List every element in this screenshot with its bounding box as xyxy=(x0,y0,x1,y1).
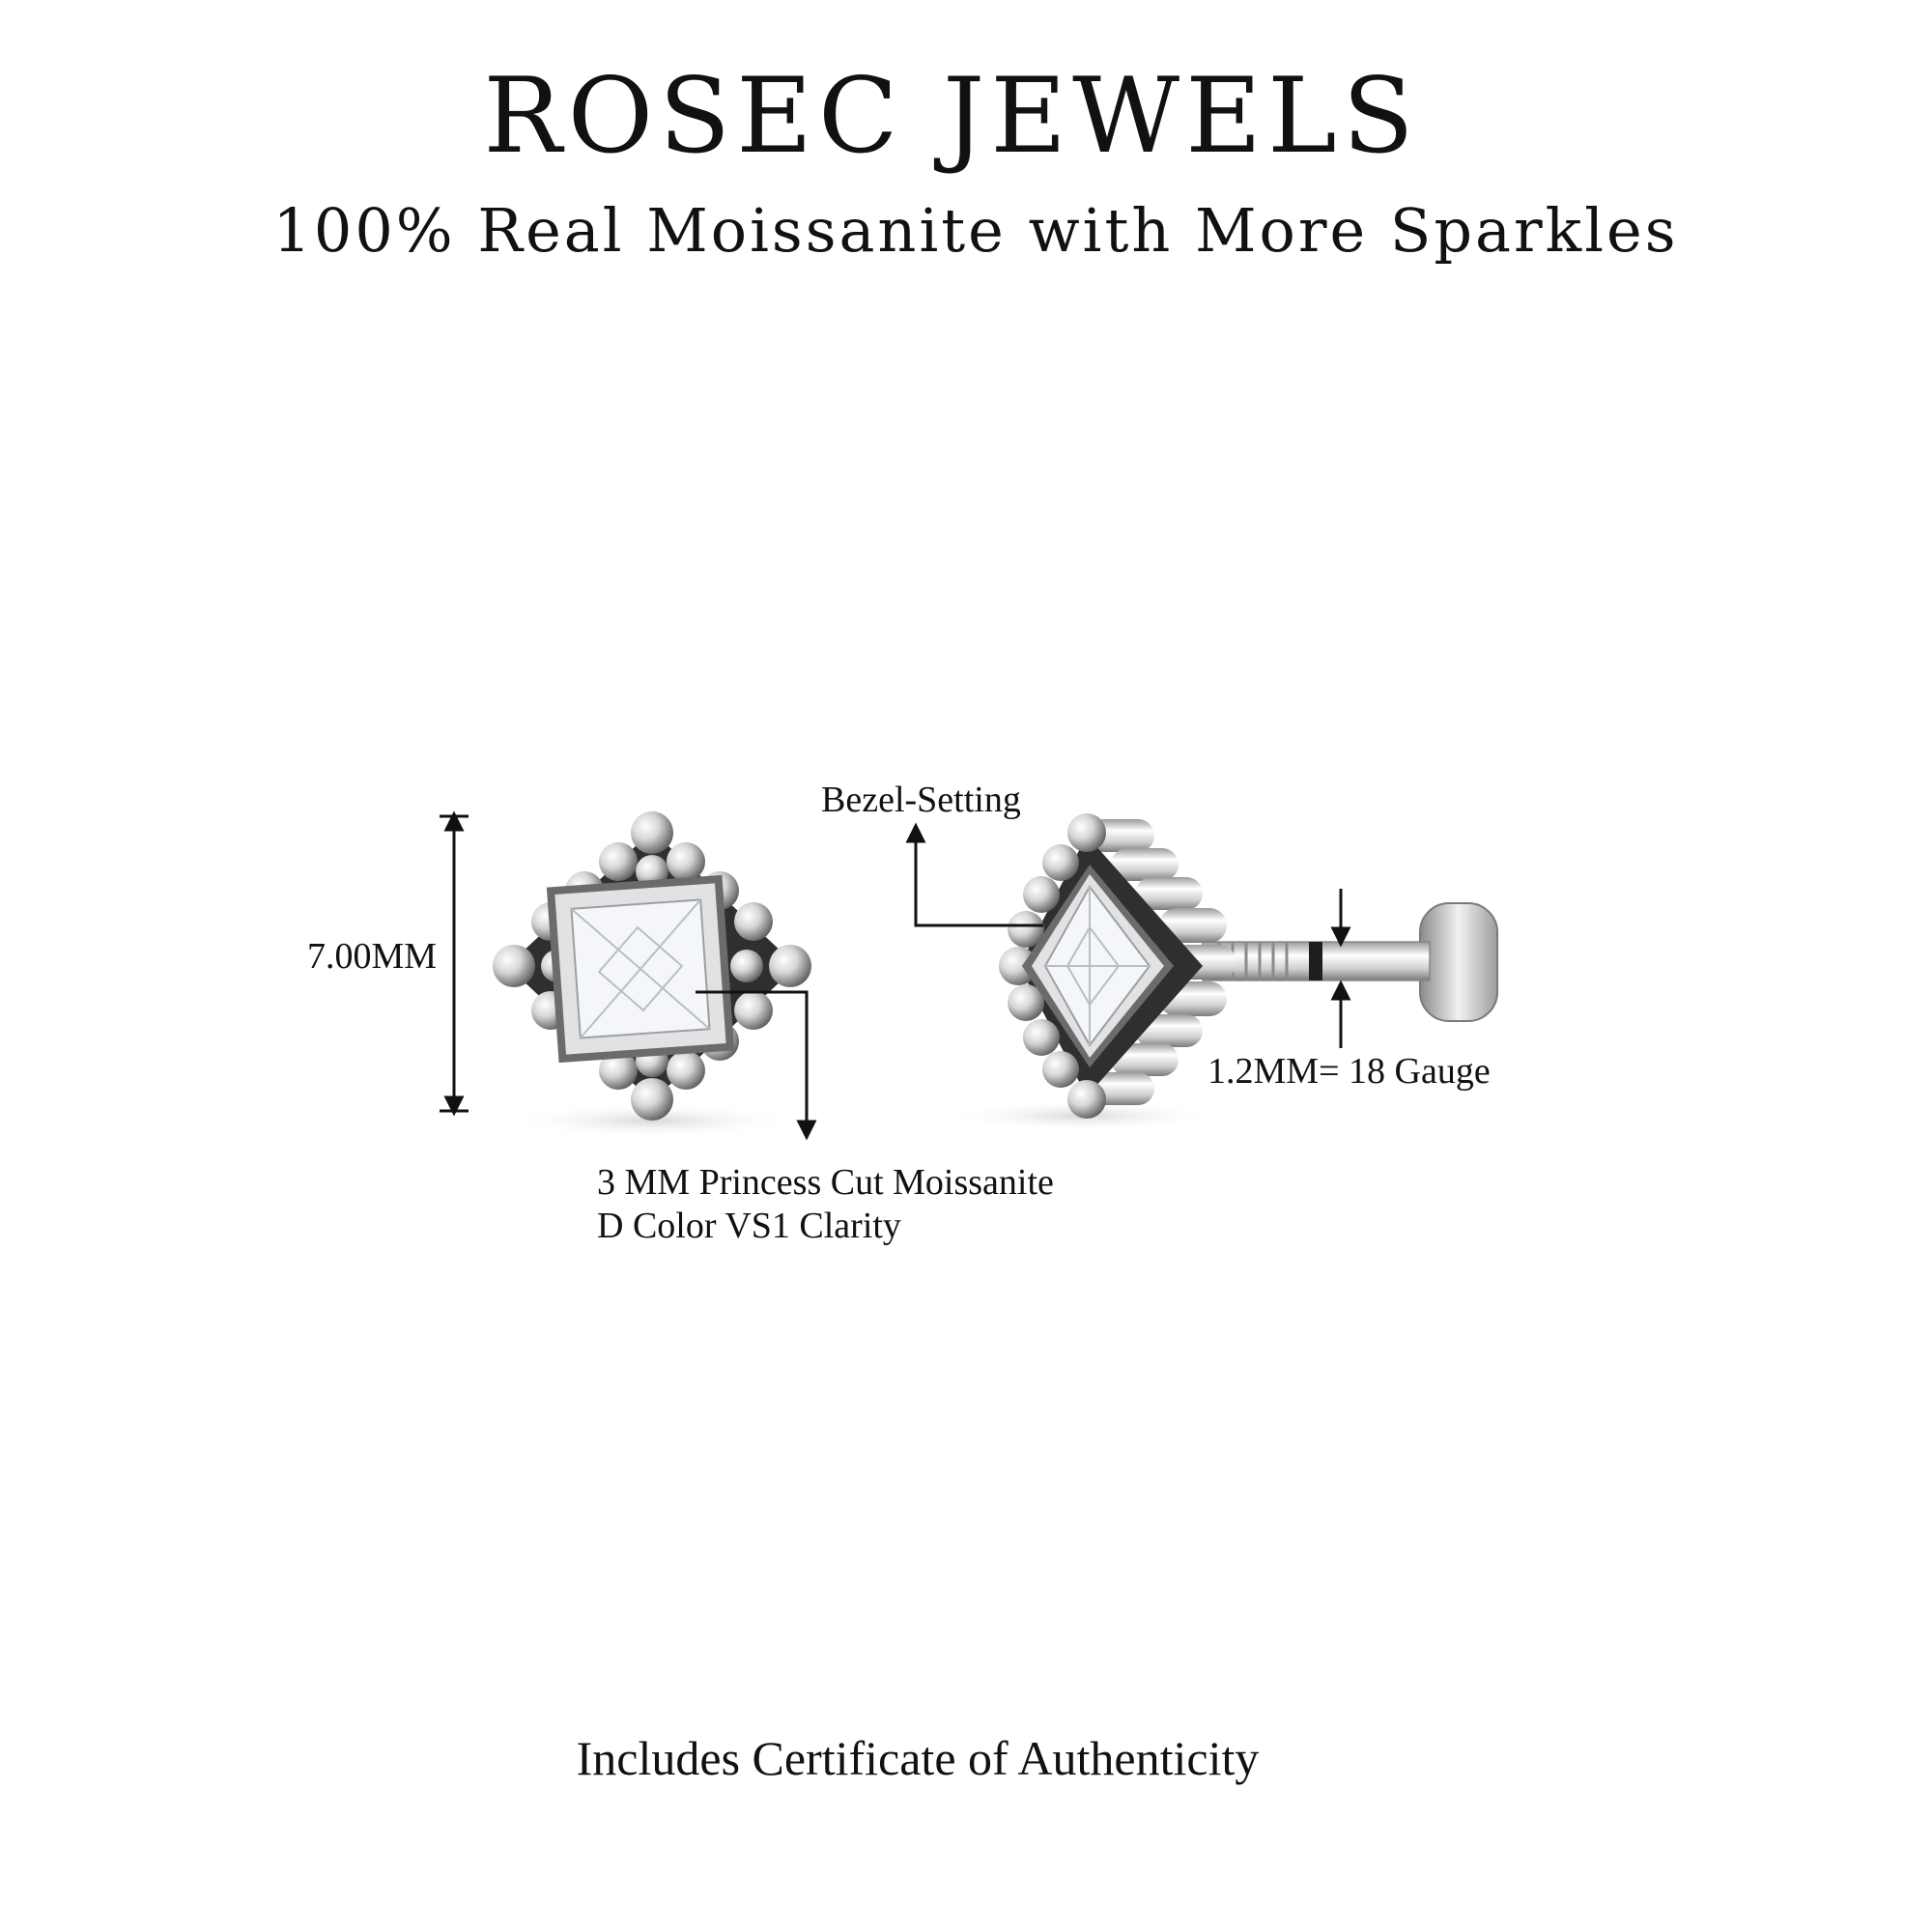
front-view-earring xyxy=(493,811,811,1138)
side-view-earring xyxy=(947,813,1498,1131)
stone-spec-line-1: 3 MM Princess Cut Moissanite xyxy=(597,1162,1054,1203)
bezel-leader-line xyxy=(905,822,1043,927)
stone-leader-line xyxy=(696,990,817,1141)
height-label: 7.00MM xyxy=(307,936,438,977)
brand-title: ROSEC JEWELS xyxy=(483,56,1420,177)
tagline: 100% Real Moissanite with More Sparkles xyxy=(272,195,1679,266)
stone-spec-line-2: D Color VS1 Clarity xyxy=(597,1206,901,1246)
flat-back-disc xyxy=(1419,902,1498,1022)
certificate-note: Includes Certificate of Authenticity xyxy=(576,1731,1260,1785)
height-dimension xyxy=(440,810,469,1117)
gauge-label: 1.2MM= 18 Gauge xyxy=(1208,1051,1491,1092)
bezel-setting-label: Bezel-Setting xyxy=(821,780,1021,820)
